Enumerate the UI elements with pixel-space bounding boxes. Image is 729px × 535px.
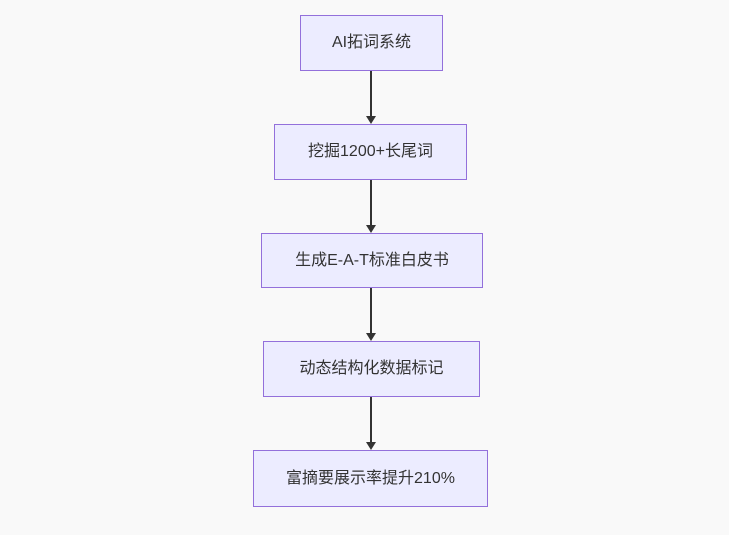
flow-edge-line-2	[370, 180, 372, 225]
flow-edge-line-3	[370, 288, 372, 333]
flow-node-ai-expansion-system: AI拓词系统	[300, 15, 443, 71]
arrow-down-icon	[366, 116, 376, 124]
flow-edge-line-4	[370, 397, 372, 442]
node-label: AI拓词系统	[331, 34, 412, 52]
flow-node-structured-data-markup: 动态结构化数据标记	[263, 341, 480, 397]
arrow-down-icon	[366, 442, 376, 450]
node-label: 生成E-A-T标准白皮书	[295, 251, 449, 269]
flow-node-eat-whitepaper: 生成E-A-T标准白皮书	[261, 233, 483, 288]
arrow-down-icon	[366, 333, 376, 341]
node-label: 挖掘1200+长尾词	[308, 143, 433, 161]
node-label: 动态结构化数据标记	[299, 360, 444, 378]
flow-node-longtail-mining: 挖掘1200+长尾词	[274, 124, 467, 180]
flow-edge-line-1	[370, 71, 372, 116]
node-label: 富摘要展示率提升210%	[286, 469, 455, 487]
flow-node-rich-snippet-result: 富摘要展示率提升210%	[253, 450, 488, 507]
arrow-down-icon	[366, 225, 376, 233]
